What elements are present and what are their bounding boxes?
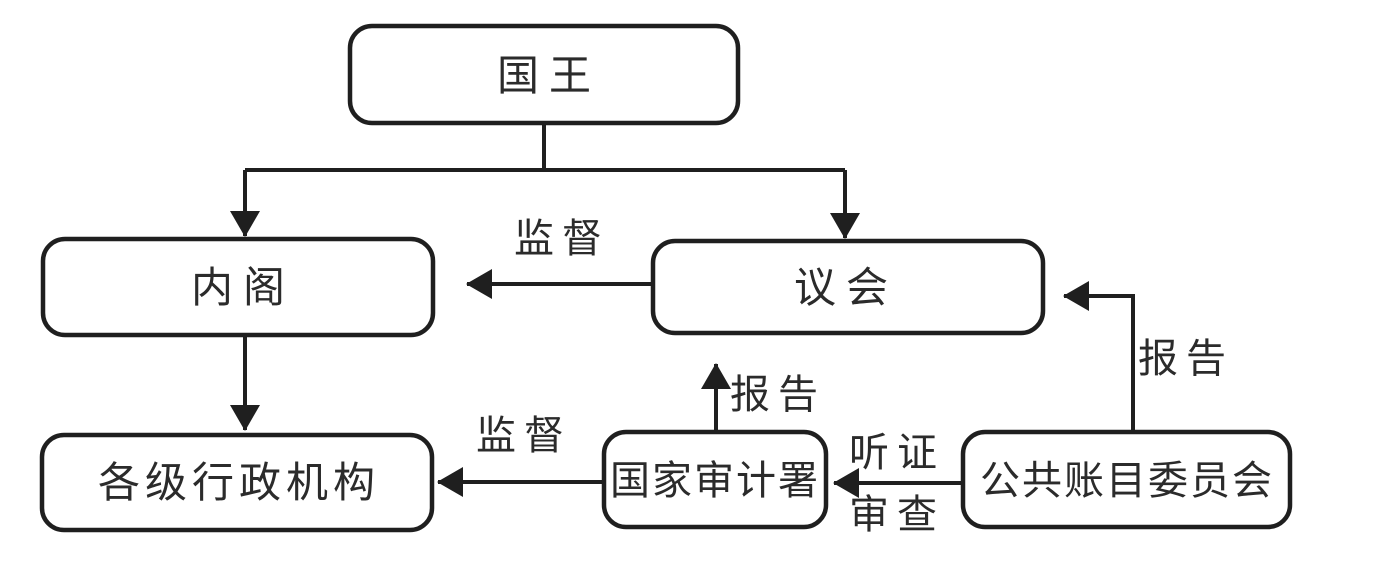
node-audit [601, 429, 829, 530]
node-cabinet-label: 内阁 [191, 265, 295, 312]
edge-pac-to-parliament [1063, 281, 1135, 432]
node-parliament-label: 议会 [794, 266, 898, 312]
node-admin-label: 各级行政机构 [98, 460, 380, 507]
edge-label-report-audit-parliament: 报告 [730, 372, 826, 417]
node-admin [39, 432, 435, 533]
node-cabinet [40, 236, 436, 338]
edge-label-supervise-parliament-cabinet: 监督 [514, 216, 610, 261]
edge-label-report-pac-parliament: 报告 [1138, 336, 1234, 381]
edge-label-review: 审查 [849, 492, 945, 537]
node-audit-label: 国家审计署 [610, 458, 820, 503]
edge-king-branch [245, 123, 845, 172]
node-pac [960, 429, 1293, 530]
edge-label-hearing: 听证 [849, 430, 945, 475]
node-king [347, 23, 741, 126]
edge-label-supervise-audit-admin: 监督 [476, 413, 572, 458]
node-king-label: 国王 [497, 54, 601, 100]
node-pac-label: 公共账目委员会 [980, 458, 1274, 503]
node-parliament [650, 238, 1046, 336]
